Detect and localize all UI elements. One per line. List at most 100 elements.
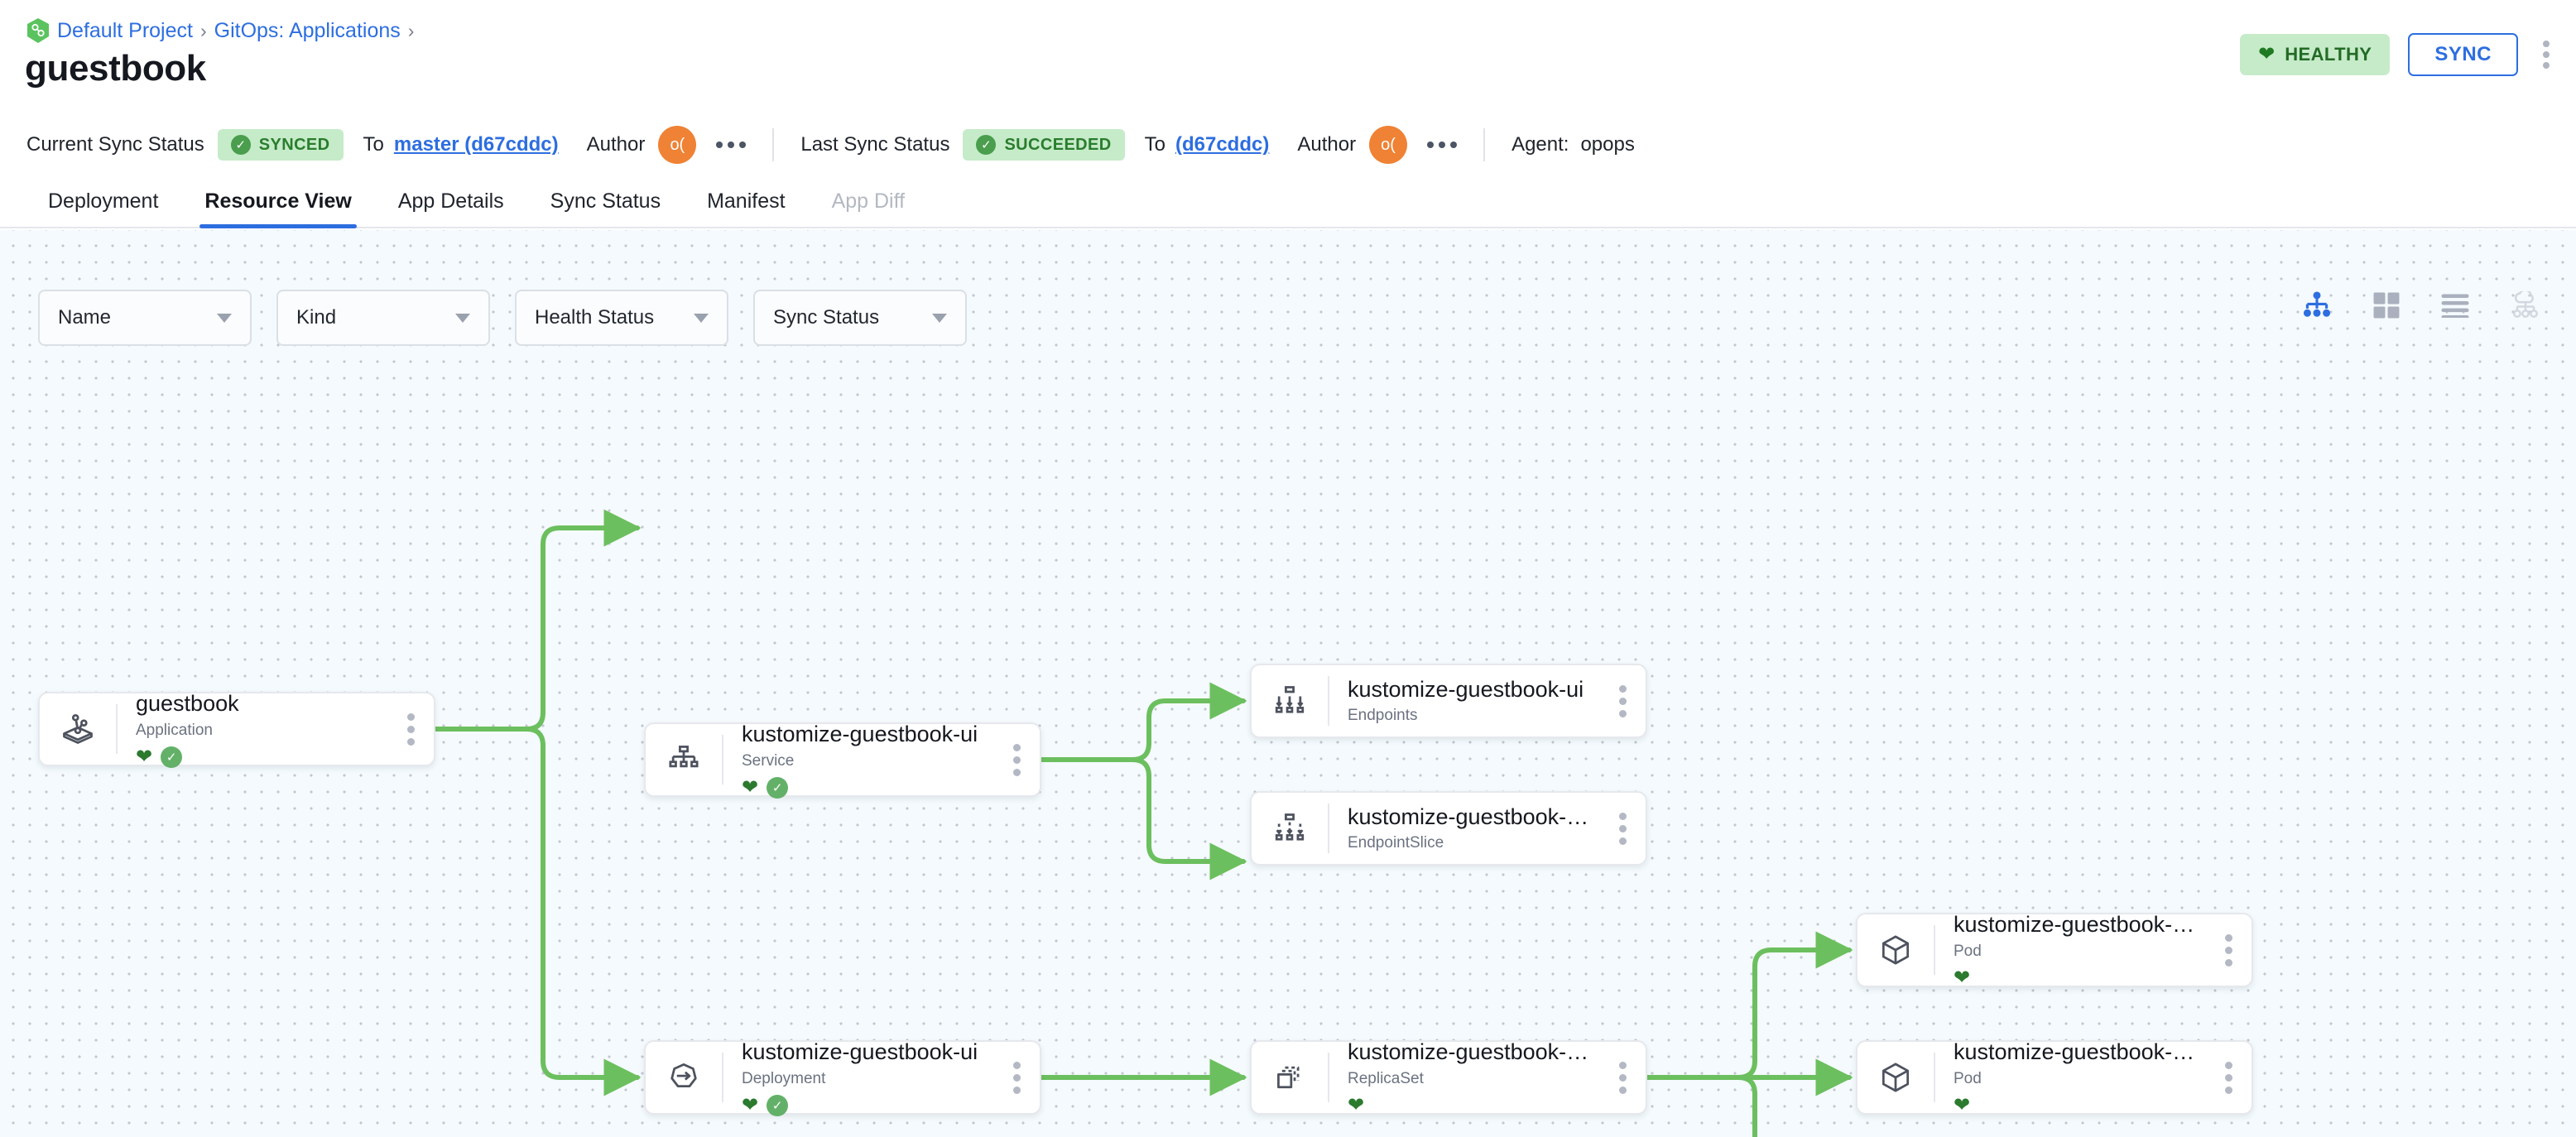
node-status-icons: ❤ ✓ bbox=[742, 1094, 985, 1116]
node-title: kustomize-guestbook-ui bbox=[1348, 676, 1584, 702]
edge-replicaset-to-pod-3 bbox=[1645, 1075, 1757, 1137]
filter-sync-status[interactable]: Sync Status bbox=[753, 290, 967, 346]
health-heart-icon: ❤ bbox=[1348, 1093, 1365, 1116]
current-sync-status-label: Current Sync Status bbox=[26, 133, 204, 156]
node-title: kustomize-guestbook-ui bbox=[742, 1039, 978, 1065]
node-kind: Service bbox=[742, 751, 795, 770]
breadcrumb-item-default-project[interactable]: Default Project bbox=[57, 18, 193, 42]
resource-graph-canvas[interactable]: guestbook Application ❤ ✓ kustomize-gues… bbox=[0, 230, 2576, 1137]
node-kind: Pod bbox=[1954, 942, 1982, 960]
current-sync-status-value: SYNCED bbox=[258, 135, 330, 154]
pod-icon bbox=[1858, 1042, 1934, 1113]
tab-app-details[interactable]: App Details bbox=[375, 190, 527, 227]
chevron-down-icon bbox=[455, 313, 470, 323]
graph-node-replicaset[interactable]: kustomize-guestbook-ui-… ReplicaSet ❤ bbox=[1250, 1039, 1647, 1116]
node-kind: EndpointSlice bbox=[1348, 834, 1444, 852]
node-divider bbox=[1328, 803, 1329, 854]
tab-manifest[interactable]: Manifest bbox=[684, 190, 808, 227]
endpointslice-icon bbox=[1252, 793, 1328, 864]
node-kind: Application bbox=[136, 721, 213, 739]
edge-service-to-endpointslice bbox=[1039, 757, 1247, 880]
node-overflow-menu-icon[interactable] bbox=[1599, 684, 1646, 717]
graph-edges bbox=[433, 509, 1853, 1137]
node-kind: Endpoints bbox=[1348, 707, 1418, 725]
health-heart-icon: ❤ bbox=[1954, 966, 1971, 989]
tab-sync-status[interactable]: Sync Status bbox=[527, 190, 684, 227]
edge-app-to-deployment bbox=[433, 727, 642, 1096]
filter-name[interactable]: Name bbox=[38, 290, 252, 346]
node-kind: Deployment bbox=[742, 1069, 826, 1087]
view-mode-group bbox=[2301, 291, 2541, 319]
node-overflow-menu-icon[interactable] bbox=[993, 743, 1040, 776]
node-title: kustomize-guestbook-ui-… bbox=[1348, 804, 1591, 829]
filter-group: Name Kind Health Status Sync Status bbox=[38, 290, 967, 346]
node-overflow-menu-icon[interactable] bbox=[1599, 1061, 1646, 1094]
breadcrumb-separator-2: › bbox=[407, 19, 415, 41]
grid-view-icon[interactable] bbox=[2372, 291, 2401, 319]
tab-app-diff: App Diff bbox=[809, 190, 928, 227]
last-sync-status-label: Last Sync Status bbox=[800, 133, 950, 156]
health-heart-icon: ❤ bbox=[742, 775, 759, 799]
health-heart-icon: ❤ bbox=[136, 745, 153, 768]
filter-kind[interactable]: Kind bbox=[276, 290, 490, 346]
node-status-icons: ❤ ✓ bbox=[136, 746, 379, 768]
node-divider bbox=[1934, 1052, 1935, 1103]
graph-node-service[interactable]: kustomize-guestbook-ui Service ❤ ✓ bbox=[644, 722, 1041, 799]
network-view-icon[interactable] bbox=[2510, 291, 2541, 319]
graph-node-deployment[interactable]: kustomize-guestbook-ui Deployment ❤ ✓ bbox=[644, 1039, 1041, 1116]
page-title: guestbook bbox=[25, 48, 206, 89]
node-title: kustomize-guestbook-ui-… bbox=[1954, 912, 2197, 938]
tree-view-icon[interactable] bbox=[2301, 291, 2333, 319]
last-sync-overflow-icon[interactable] bbox=[1427, 142, 1458, 148]
last-sync-status-badge: ✓ SUCCEEDED bbox=[963, 129, 1125, 161]
graph-node-endpointslice[interactable]: kustomize-guestbook-ui-… EndpointSlice bbox=[1250, 791, 1647, 866]
node-divider bbox=[1328, 675, 1329, 727]
graph-node-endpoints[interactable]: kustomize-guestbook-ui Endpoints bbox=[1250, 664, 1647, 738]
node-overflow-menu-icon[interactable] bbox=[1599, 812, 1646, 845]
node-overflow-menu-icon[interactable] bbox=[2205, 933, 2252, 967]
header-actions: ❤ HEALTHY SYNC bbox=[2240, 33, 2556, 76]
node-overflow-menu-icon[interactable] bbox=[2205, 1061, 2252, 1094]
filter-health-status-label: Health Status bbox=[535, 306, 655, 329]
current-sync-overflow-icon[interactable] bbox=[716, 142, 747, 148]
filter-sync-status-label: Sync Status bbox=[773, 306, 880, 329]
node-divider bbox=[1328, 1052, 1329, 1103]
node-divider bbox=[722, 1052, 723, 1103]
node-divider bbox=[116, 703, 118, 755]
chevron-down-icon bbox=[694, 313, 709, 323]
agent-label: Agent: bbox=[1511, 133, 1569, 156]
sync-button[interactable]: SYNC bbox=[2408, 33, 2518, 76]
status-badge-health: ❤ HEALTHY bbox=[2240, 34, 2391, 75]
graph-node-pod-1[interactable]: kustomize-guestbook-ui-… Pod ❤ bbox=[1856, 912, 2253, 989]
current-author-label: Author bbox=[586, 133, 646, 156]
breadcrumb-item-gitops-applications[interactable]: GitOps: Applications bbox=[214, 18, 401, 42]
app-header: Default Project › GitOps: Applications ›… bbox=[0, 0, 2576, 116]
header-overflow-menu-icon[interactable] bbox=[2536, 36, 2556, 74]
current-sync-revision-link[interactable]: master (d67cddc) bbox=[393, 133, 559, 156]
node-divider bbox=[722, 734, 723, 785]
breadcrumb-separator: › bbox=[199, 19, 207, 41]
last-sync-status-value: SUCCEEDED bbox=[1004, 135, 1112, 154]
node-overflow-menu-icon[interactable] bbox=[387, 712, 434, 746]
tab-resource-view[interactable]: Resource View bbox=[181, 190, 374, 228]
service-icon bbox=[646, 724, 722, 795]
divider-2 bbox=[1483, 128, 1486, 161]
node-status-icons: ❤ bbox=[1348, 1095, 1591, 1116]
filter-health-status[interactable]: Health Status bbox=[515, 290, 728, 346]
last-author-label: Author bbox=[1297, 133, 1357, 156]
current-sync-to-label: To bbox=[363, 133, 384, 156]
replicaset-icon bbox=[1252, 1042, 1328, 1113]
synced-check-icon: ✓ bbox=[767, 776, 789, 799]
deployment-icon bbox=[646, 1042, 722, 1113]
list-view-icon[interactable] bbox=[2440, 293, 2470, 318]
tab-deployment[interactable]: Deployment bbox=[25, 190, 181, 227]
node-overflow-menu-icon[interactable] bbox=[993, 1061, 1040, 1094]
graph-node-pod-2[interactable]: kustomize-guestbook-ui-… Pod ❤ bbox=[1856, 1039, 2253, 1115]
chevron-down-icon bbox=[217, 313, 232, 323]
divider bbox=[772, 128, 775, 161]
last-sync-revision-link[interactable]: (d67cddc) bbox=[1175, 133, 1270, 156]
node-status-icons: ❤ bbox=[1954, 967, 2197, 989]
node-status-icons: ❤ ✓ bbox=[742, 775, 985, 799]
graph-node-application[interactable]: guestbook Application ❤ ✓ bbox=[38, 691, 435, 768]
breadcrumb: Default Project › GitOps: Applications › bbox=[26, 18, 414, 43]
